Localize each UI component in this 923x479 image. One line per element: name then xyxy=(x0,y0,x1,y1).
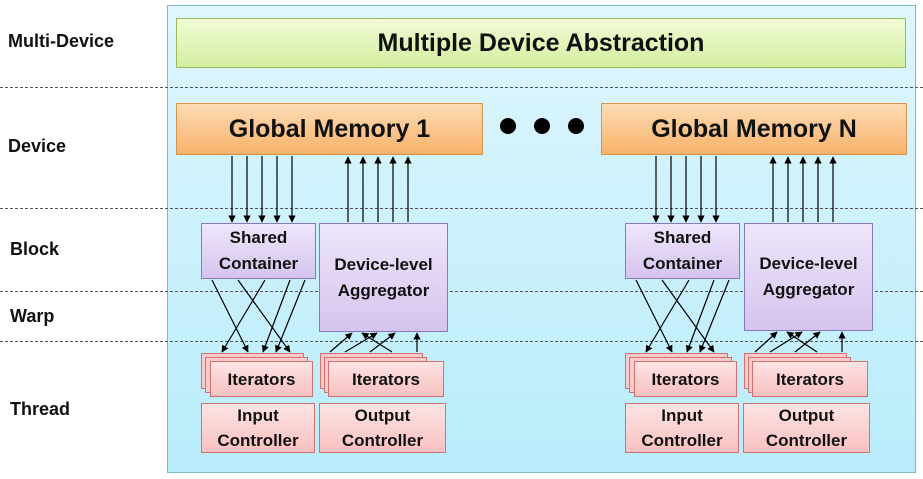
dot xyxy=(534,118,550,134)
shared-container-n: Shared Container xyxy=(625,223,740,279)
input-controller-n: Input Controller xyxy=(625,403,739,453)
device-level-aggregator-n: Device-level Aggregator xyxy=(744,223,873,331)
iterators-output-1: Iterators xyxy=(328,361,444,397)
multiple-device-abstraction: Multiple Device Abstraction xyxy=(176,18,906,68)
iterators-input-n: Iterators xyxy=(634,361,737,397)
level-label-block: Block xyxy=(10,239,60,259)
output-controller-n: Output Controller xyxy=(743,403,870,453)
shared-container-1: Shared Container xyxy=(201,223,316,279)
dot xyxy=(500,118,516,134)
level-label-multi-device: Multi-Device xyxy=(8,31,115,51)
output-controller-1: Output Controller xyxy=(319,403,446,453)
device-level-aggregator-1: Device-level Aggregator xyxy=(319,223,448,332)
separator-warp xyxy=(0,341,923,342)
input-controller-1: Input Controller xyxy=(201,403,315,453)
separator-device xyxy=(0,208,923,209)
iterators-output-n: Iterators xyxy=(752,361,868,397)
global-memory-n: Global Memory N xyxy=(601,103,907,155)
level-label-device: Device xyxy=(8,136,67,156)
separator-multi-device xyxy=(0,87,923,88)
separator-block xyxy=(0,291,923,292)
level-label-thread: Thread xyxy=(10,399,71,419)
global-memory-1: Global Memory 1 xyxy=(176,103,483,155)
iterators-input-1: Iterators xyxy=(210,361,313,397)
level-label-warp: Warp xyxy=(10,306,55,326)
dot xyxy=(568,118,584,134)
ellipsis-dots xyxy=(500,118,584,134)
